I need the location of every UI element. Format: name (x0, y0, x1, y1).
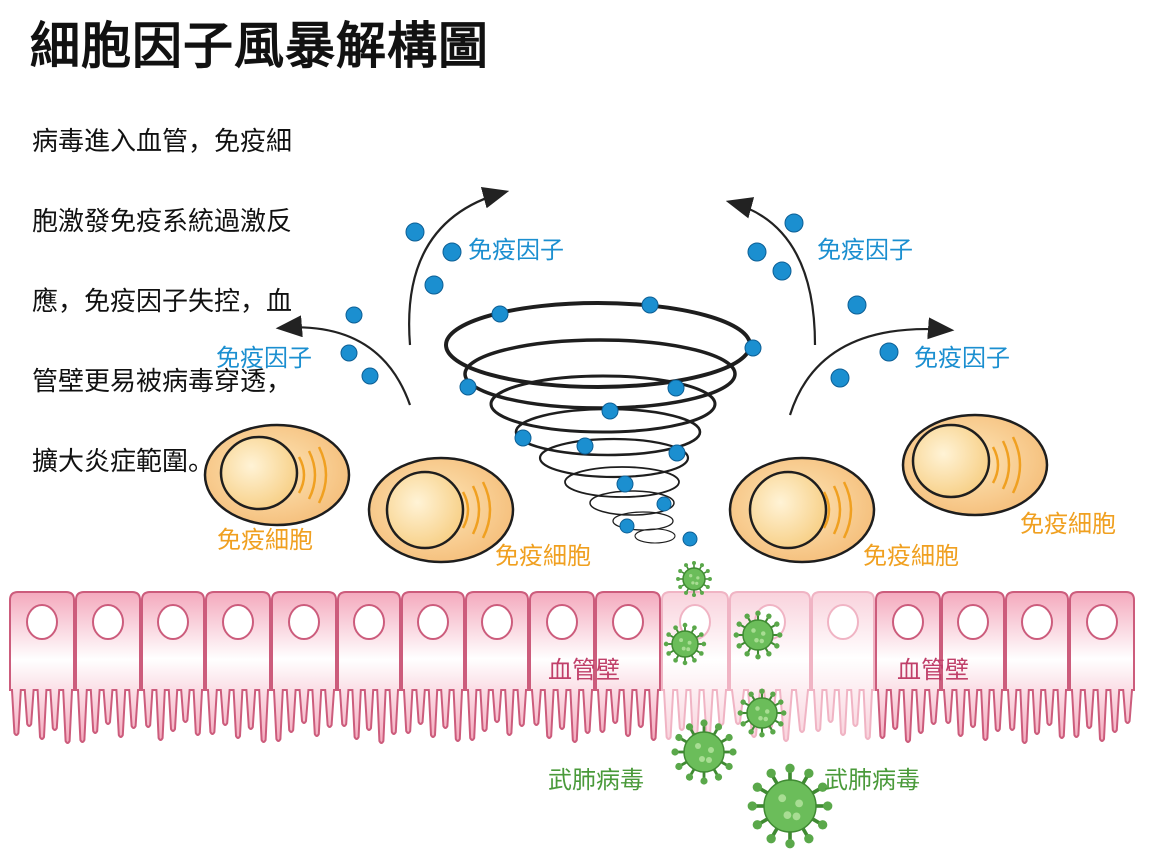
immune-cell (367, 456, 515, 564)
description-line: 胞激發免疫系統過激反 (32, 207, 293, 237)
arrow-right-low (788, 317, 955, 416)
arrow-left-low (275, 315, 412, 406)
virus-particle (733, 610, 783, 660)
vessel-wall-cell (205, 591, 271, 743)
virus-particle (676, 561, 712, 597)
immune-cell (728, 456, 876, 564)
label-immune-factor: 免疫因子 (468, 236, 564, 264)
virus-particles (663, 561, 833, 849)
vessel-wall-cell (337, 591, 401, 744)
virus-particle (747, 763, 833, 849)
vessel-wall-cell (465, 591, 529, 741)
description-line: 應，免疫因子失控，血 (32, 287, 293, 317)
vessel-wall-cell (271, 591, 337, 742)
vessel-wall-cell (661, 591, 729, 744)
label-vessel-wall: 血管壁 (897, 656, 969, 684)
immune-cell (203, 423, 351, 527)
vessel-wall-cell (941, 591, 1005, 741)
label-immune-cell: 免疫細胞 (1020, 510, 1116, 538)
immune-cell (901, 413, 1049, 517)
label-immune-factor: 免疫因子 (817, 236, 913, 264)
arrow-right-high (725, 197, 817, 346)
label-immune-cell: 免疫細胞 (495, 542, 591, 570)
label-immune-factor: 免疫因子 (216, 344, 312, 372)
vessel-wall-cell (811, 591, 875, 740)
label-immune-cell: 免疫細胞 (217, 526, 313, 554)
arrow-left-high (408, 187, 510, 346)
vessel-wall-cell (1005, 591, 1069, 744)
vessel-wall (9, 591, 1135, 744)
immune-factor-dots (340, 213, 899, 547)
label-virus: 武肺病毒 (548, 766, 644, 794)
vessel-wall-cell (9, 591, 75, 744)
virus-particle (663, 622, 707, 666)
virus-particle (737, 688, 787, 738)
vessel-wall-cell (1069, 591, 1135, 742)
vessel-wall-cell (595, 591, 661, 741)
vessel-wall-cell (75, 591, 141, 743)
vessel-wall-cell (141, 591, 205, 741)
diagram-title: 細胞因子風暴解構圖 (30, 16, 489, 75)
vessel-wall-cell (529, 591, 595, 743)
description-line: 病毒進入血管，免疫細 (32, 127, 293, 157)
vessel-wall-cell (401, 591, 465, 742)
vessel-wall-cell (875, 591, 941, 743)
virus-particle (671, 719, 737, 785)
label-immune-factor: 免疫因子 (914, 344, 1010, 372)
label-virus: 武肺病毒 (824, 766, 920, 794)
description-line: 管壁更易被病毒穿透， (32, 367, 293, 397)
description-text: 病毒進入血管，免疫細 胞激發免疫系統過激反 應，免疫因子失控，血 管壁更易被病毒… (32, 82, 362, 522)
description-line: 擴大炎症範圍。 (32, 447, 215, 477)
label-immune-cell: 免疫細胞 (863, 542, 959, 570)
label-vessel-wall: 血管壁 (548, 656, 620, 684)
